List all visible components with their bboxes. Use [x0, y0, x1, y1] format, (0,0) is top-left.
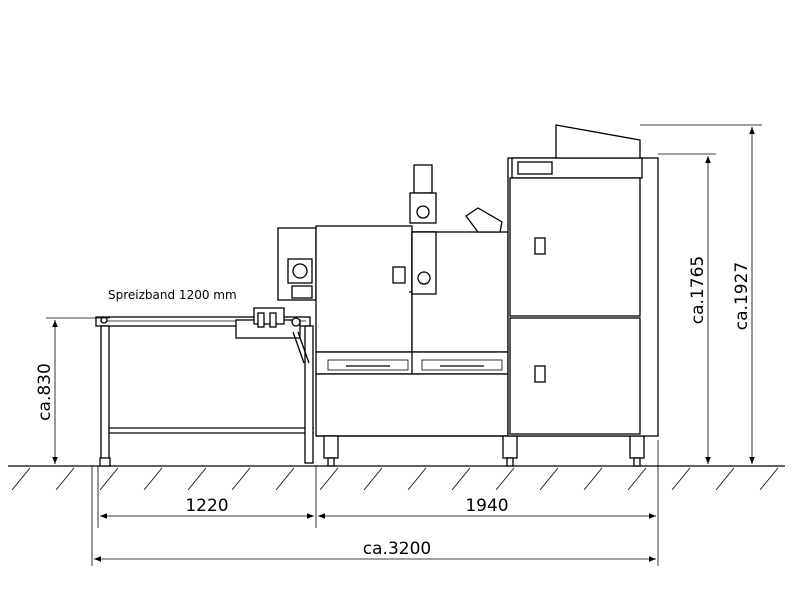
ground-hatch — [363, 467, 383, 491]
upper-door — [509, 177, 641, 317]
ground-hatch — [671, 467, 691, 491]
center-housing — [315, 225, 413, 353]
oven-cabinet — [507, 124, 659, 437]
dim-height-cabinet: ca.1765 — [688, 256, 708, 324]
ground-hatch — [55, 467, 75, 491]
table-leg-right — [304, 325, 314, 464]
ground-hatch — [143, 467, 163, 491]
ground-hatch — [627, 467, 647, 491]
ground-hatch — [715, 467, 735, 491]
ground-hatch — [539, 467, 559, 491]
dimensions — [46, 124, 762, 566]
dim-width-right: 1940 — [465, 496, 508, 516]
lower-base — [315, 373, 509, 437]
lower-door — [509, 317, 641, 435]
dim-total-width: ca.3200 — [363, 539, 431, 559]
ground-hatch — [759, 467, 779, 491]
ground-hatch — [495, 467, 515, 491]
ground-hatch — [407, 467, 427, 491]
hood — [555, 124, 641, 159]
spreizband-conveyor — [95, 307, 314, 467]
ground-hatch — [99, 467, 119, 491]
ground-hatch — [11, 467, 31, 491]
dim-width-left: 1220 — [185, 496, 228, 516]
table-foot-left — [99, 457, 111, 467]
ground — [8, 465, 785, 491]
table-leg-left — [100, 325, 110, 464]
spreizband-label: Spreizband 1200 mm — [108, 288, 237, 302]
ground-hatch — [451, 467, 471, 491]
ground-hatch — [275, 467, 295, 491]
motor — [413, 164, 433, 194]
ground-hatch — [583, 467, 603, 491]
ground-hatch — [231, 467, 251, 491]
ground-hatch — [319, 467, 339, 491]
dim-height-table: ca.830 — [35, 363, 55, 421]
dim-height-total: ca.1927 — [732, 262, 752, 330]
ground-hatch — [187, 467, 207, 491]
